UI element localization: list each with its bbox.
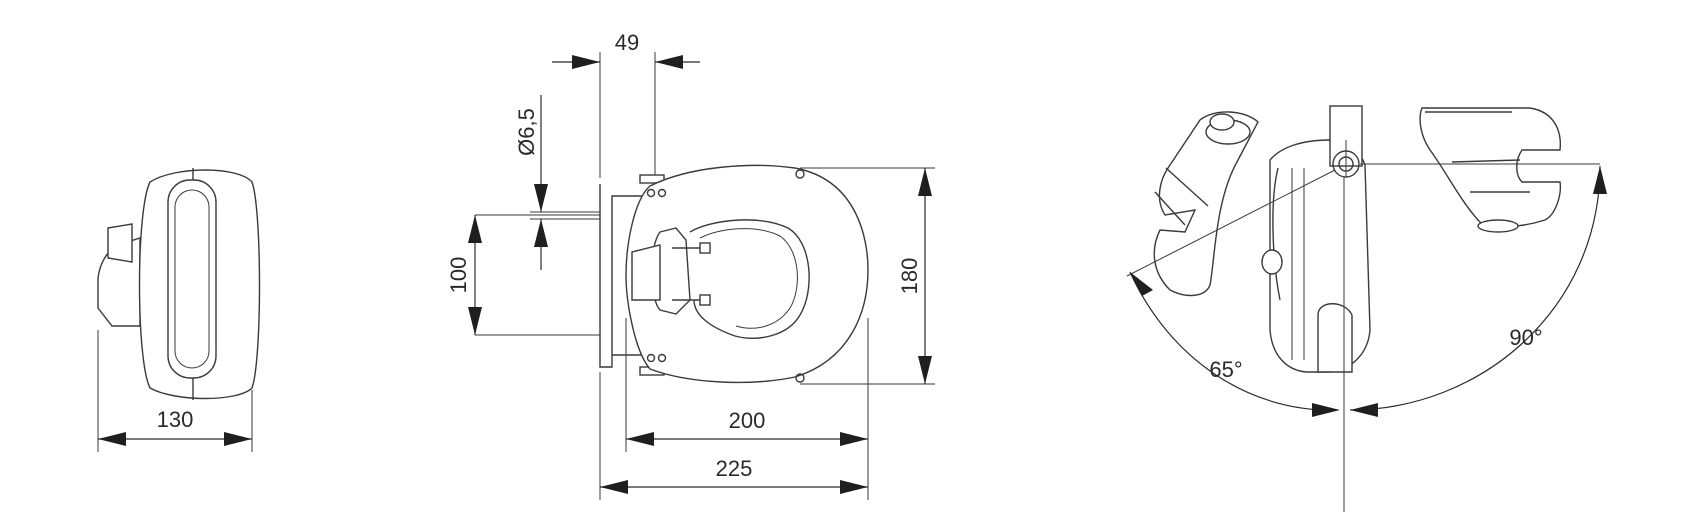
swivel-view: 65° 90° (1126, 105, 1607, 512)
dim-200-label: 200 (729, 408, 766, 433)
dim-hole-diameter-label: Ø6,5 (514, 108, 539, 156)
front-view: 49 Ø6,5 100 180 200 225 (446, 30, 935, 500)
side-view: 130 (97, 168, 261, 452)
angle-65-label: 65° (1209, 357, 1242, 382)
dim-49-label: 49 (615, 30, 639, 55)
angle-90-label: 90° (1509, 325, 1542, 350)
dim-180-label: 180 (897, 258, 922, 295)
dim-225-label: 225 (716, 456, 753, 481)
dim-100-label: 100 (446, 257, 471, 294)
dim-130-label: 130 (157, 407, 194, 432)
